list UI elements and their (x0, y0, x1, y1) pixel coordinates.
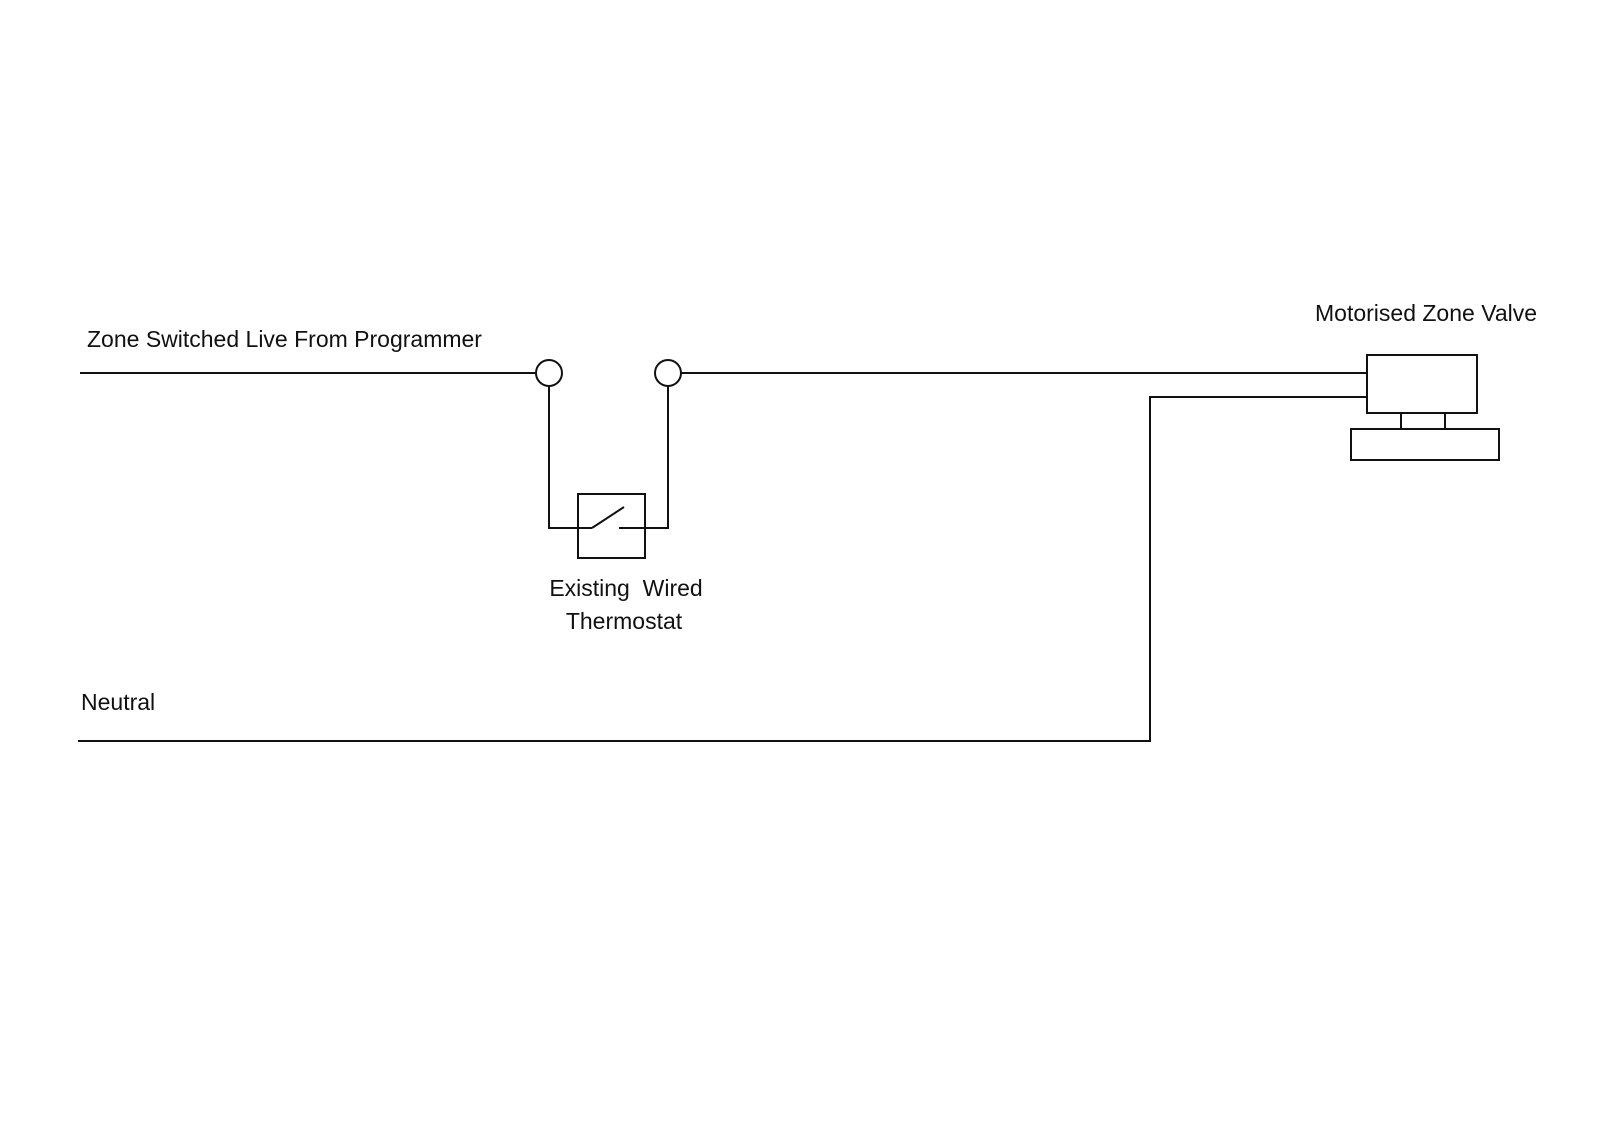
valve-body (1350, 428, 1500, 461)
valve-label: Motorised Zone Valve (1315, 300, 1537, 326)
thermostat-label-line2: Thermostat (566, 608, 683, 634)
terminal-out (654, 359, 682, 387)
valve-coupling (1400, 412, 1446, 430)
switch-blade (591, 506, 625, 529)
neutral-wire (78, 396, 1367, 742)
terminal-in (535, 359, 563, 387)
thermostat-box (577, 493, 646, 559)
zone-valve-symbol (1350, 354, 1500, 461)
thermostat-symbol (549, 493, 668, 559)
neutral-label: Neutral (81, 689, 155, 715)
thermostat-label-line1: Existing Wired (549, 575, 702, 601)
valve-actuator-head (1366, 354, 1478, 414)
live-in-label: Zone Switched Live From Programmer (87, 326, 482, 352)
